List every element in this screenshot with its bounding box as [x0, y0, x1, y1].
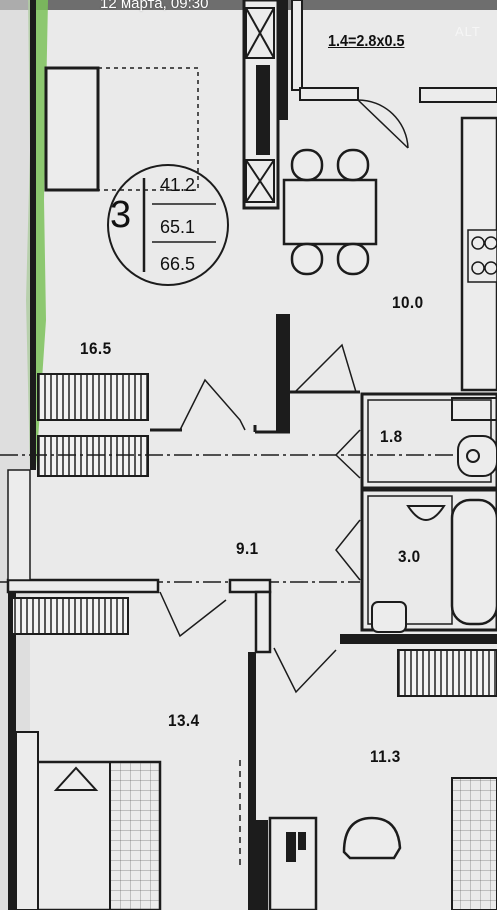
room-label-toilet: 1.8	[380, 427, 403, 446]
top-wall-right-1	[299, 87, 359, 101]
bathroom-door	[335, 519, 361, 581]
room-label-bathroom: 3.0	[398, 547, 421, 566]
wall-bedroom-top	[6, 578, 160, 594]
door-arc-top	[357, 99, 409, 149]
room-label-bedroom-left: 13.4	[168, 711, 200, 730]
desk	[268, 816, 318, 910]
radiator-bedroom-left	[11, 597, 129, 635]
room-label-kitchen: 10.0	[392, 293, 424, 312]
room-label-hall: 9.1	[236, 539, 259, 558]
radiator-living-2	[37, 435, 149, 477]
room-label-bedroom-right: 11.3	[370, 747, 401, 766]
bathtub	[450, 498, 497, 626]
radiator-bedroom-right	[397, 649, 497, 697]
bedroom-left-door	[159, 591, 227, 638]
watermark-logo: ALT	[455, 24, 481, 39]
chair-1	[290, 148, 324, 182]
sink-1	[457, 435, 497, 477]
wall-bath-bottom	[340, 634, 497, 644]
status-time: 12 марта, 09:30	[100, 0, 209, 12]
sink-2	[406, 505, 446, 521]
top-wall-right-2	[419, 87, 497, 103]
hall-pillar	[254, 590, 272, 654]
bedroom-partition	[248, 652, 256, 910]
rooms-count: 3	[110, 194, 132, 236]
toilet	[371, 601, 407, 633]
area-living: 41.2	[160, 175, 196, 195]
area-legend	[107, 164, 229, 286]
bathroom-outline	[360, 488, 497, 632]
area-total-balcony: 66.5	[160, 254, 196, 274]
outer-left-wall-lower	[8, 580, 16, 910]
status-bar: 12 марта, 09:30	[0, 0, 497, 12]
dining-table	[282, 178, 378, 246]
living-door	[179, 378, 246, 431]
wall-segment-top	[278, 0, 288, 120]
sofa-dashed-area	[97, 67, 199, 191]
area-total: 65.1	[160, 217, 196, 237]
chair-3	[290, 242, 324, 276]
living-kitchen-wall	[276, 314, 290, 432]
room-label-living: 16.5	[80, 339, 112, 358]
chair-4	[336, 242, 370, 276]
radiator-living-1	[37, 373, 149, 421]
toilet-door	[334, 429, 361, 479]
chair-2	[336, 148, 370, 182]
outer-left-wall-upper	[30, 0, 36, 470]
balcony-label: 1.4=2.8х0.5	[328, 33, 405, 50]
kitchen-door	[294, 343, 357, 393]
sofa-outline	[44, 66, 100, 192]
column-shaft	[256, 65, 270, 155]
bedroom-right-door	[273, 647, 337, 694]
armchair	[342, 816, 402, 860]
toilet-room-outline	[360, 392, 497, 490]
